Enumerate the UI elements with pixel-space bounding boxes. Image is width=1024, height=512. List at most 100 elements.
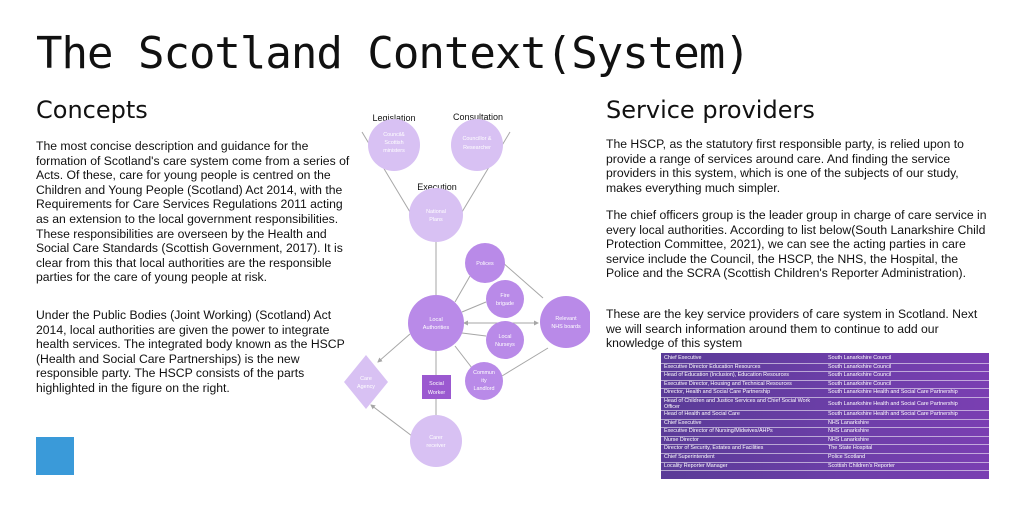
table-row: Head of Education (Inclusion), Education… (661, 371, 989, 381)
table-cell-organisation: Scottish Children's Reporter (825, 462, 989, 472)
table-cell-role: Chief Superintendent (661, 453, 825, 463)
table-cell-organisation: South Lanarkshire Council (825, 371, 989, 381)
node-nurseys-line1: Local (499, 334, 512, 340)
node-councillor-line2: Researcher (463, 145, 491, 151)
node-nhs-line1: Relevant (555, 316, 577, 322)
table-cell-organisation: NHS Lanarkshire (825, 436, 989, 446)
table-cell-role: Chief Executive (661, 355, 825, 364)
nhs-to-community (501, 347, 549, 377)
authorities-to-community (454, 345, 473, 369)
node-councillor-line1: Councillor & (462, 136, 491, 142)
service-paragraph-1: The HSCP, as the statutory first respons… (606, 137, 964, 195)
polices-to-nhs (501, 261, 544, 299)
node-council-line2: Scottish (384, 140, 403, 146)
node-community-line1: Commun (473, 370, 495, 376)
node-care-agency: Care Agency (344, 355, 388, 409)
node-council-line3: ministers (383, 148, 405, 154)
authorities-to-agency (377, 333, 411, 363)
authorities-to-nurseys (461, 332, 487, 337)
node-national-line2: Plans (429, 217, 443, 223)
node-councillor: Councillor & Researcher (451, 119, 503, 171)
table-cell-role: Head of Education (Inclusion), Education… (661, 371, 825, 381)
decorative-square (36, 437, 74, 475)
node-polices-label: Polices (476, 261, 494, 267)
table-row: Executive Director, Housing and Technica… (661, 380, 989, 390)
node-agency-line2: Agency (357, 384, 375, 390)
node-fire-brigade: Fire brigade (486, 280, 524, 318)
hscp-diagram: Legislation Consultation Execution Counc… (344, 112, 590, 467)
table-cell-role: Nurse Director (661, 436, 825, 446)
node-local-line1: Local (429, 317, 442, 323)
node-community-line2: ity (481, 378, 487, 384)
node-fire-line2: brigade (496, 301, 514, 307)
concepts-heading: Concepts (36, 96, 148, 124)
table-cell-role: Executive Director, Housing and Technica… (661, 380, 825, 390)
node-council-line1: Council& (383, 132, 405, 138)
table-cell-organisation: South Lanarkshire Health and Social Care… (825, 388, 989, 398)
execution-label: Execution (417, 182, 457, 192)
table-cell-organisation: NHS Lanarkshire (825, 427, 989, 437)
node-local-line2: Authorities (423, 325, 450, 331)
node-local-nurseys: Local Nurseys (486, 321, 524, 359)
table-cell-organisation: South Lanarkshire Council (825, 380, 989, 390)
page-title: The Scotland Context(System) (36, 28, 751, 79)
table-cell-role: Head of Health and Social Care (661, 410, 825, 420)
table-cell-organisation: South Lanarkshire Council (825, 355, 989, 364)
table-row: Head of Children and Justice Services an… (661, 397, 989, 411)
table-cell-organisation: NHS Lanarkshire (825, 419, 989, 429)
service-heading: Service providers (606, 96, 815, 124)
table-cell-role: Executive Director Education Resources (661, 363, 825, 373)
legislation-label: Legislation (372, 113, 415, 123)
node-fire-line1: Fire (500, 293, 509, 299)
node-carer-line2: receiver (426, 443, 445, 449)
node-council: Council& Scottish ministers (368, 119, 420, 171)
carer-to-agency (370, 404, 413, 437)
node-agency-line1: Care (360, 376, 372, 382)
table-cell-role: Chief Executive (661, 419, 825, 429)
table-cell-role: Director, Health and Social Care Partner… (661, 388, 825, 398)
node-local-authorities: Local Authorities (408, 295, 464, 351)
table-cell-organisation: The State Hospital (825, 444, 989, 454)
node-community-landlord: Commun ity Landlord (465, 362, 503, 400)
table-cell-organisation: South Lanarkshire Health and Social Care… (825, 410, 989, 420)
table-cell-organisation: South Lanarkshire Health and Social Care… (825, 397, 989, 411)
node-polices: Polices (465, 243, 505, 283)
consultation-label: Consultation (453, 112, 503, 122)
node-carer-line1: Carer (429, 435, 443, 441)
service-paragraph-2: The chief officers group is the leader g… (606, 208, 987, 281)
node-national-line1: National (426, 209, 446, 215)
table-cell-organisation: South Lanarkshire Council (825, 363, 989, 373)
authorities-to-fire (461, 301, 487, 313)
table-cell-organisation: Police Scotland (825, 453, 989, 463)
table-cell-role: Executive Director of Nursing/Midwives/A… (661, 427, 825, 437)
node-national-plans: National Plans (409, 188, 463, 242)
node-nhs-line2: NHS boards (551, 324, 581, 330)
node-social-worker: Social Worker (422, 375, 451, 399)
service-paragraph-3: These are the key service providers of c… (606, 307, 978, 351)
table-row: Director, Health and Social Care Partner… (661, 388, 989, 398)
table-cell-role: Head of Children and Justice Services an… (661, 397, 825, 411)
table-cell-role: Locality Reporter Manager (661, 462, 825, 472)
node-carer-receiver: Carer receiver (410, 415, 462, 467)
node-nhs-boards: Relevant NHS boards (540, 296, 590, 348)
node-social-line2: Worker (428, 390, 445, 396)
authorities-to-polices (454, 275, 471, 303)
diagram-connectors (361, 131, 549, 437)
concepts-paragraph-2: Under the Public Bodies (Joint Working) … (36, 308, 345, 395)
node-nurseys-line2: Nurseys (495, 342, 515, 348)
table-cell-role: Director of Security, Estates and Facili… (661, 444, 825, 454)
table-row: Director of Security, Estates and Facili… (661, 444, 989, 454)
node-community-line3: Landlord (474, 386, 495, 392)
concepts-paragraph-1: The most concise description and guidanc… (36, 139, 350, 285)
node-social-line1: Social (429, 381, 444, 387)
table-row: Executive Director of Nursing/Midwives/A… (661, 427, 989, 437)
